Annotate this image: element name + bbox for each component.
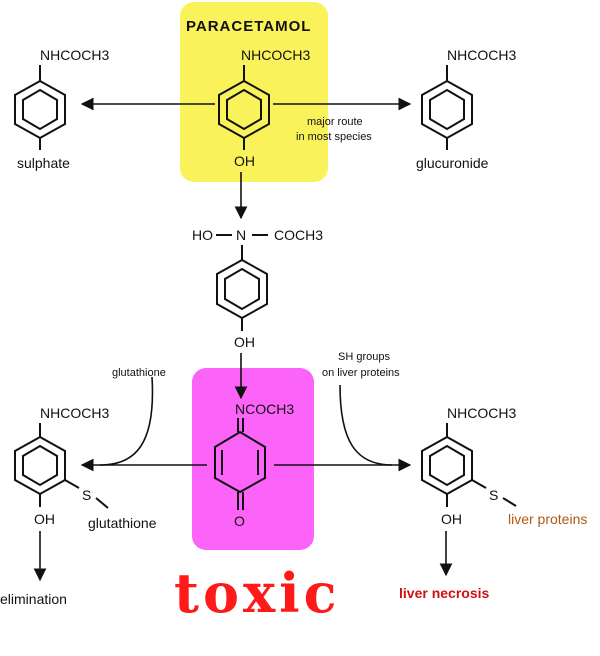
liver-proteins-label: liver proteins [508,511,587,527]
toxic-intermediate-highlight [192,368,314,550]
glucuronide-nhcoch3: NHCOCH3 [447,47,516,63]
protein-adduct-nhcoch3: NHCOCH3 [447,405,516,421]
protein-adduct: NHCOCH3 S liver proteins OH [421,405,587,527]
paracetamol-highlight [180,2,328,182]
sulphate-conjugate: NHCOCH3 sulphate [14,47,109,171]
n-hydroxy-intermediate: HO N COCH3 OH [192,227,323,350]
n-hydroxy-coch3: COCH3 [274,227,323,243]
glucuronide-conjugate: NHCOCH3 glucuronide [416,47,516,171]
liver-necrosis-label: liver necrosis [399,585,489,601]
glutathione-conjugate-oh: OH [34,511,55,527]
paracetamol-oh: OH [234,153,255,169]
protein-adduct-oh: OH [441,511,462,527]
n-hydroxy-oh: OH [234,334,255,350]
glutathione-conjugate-nhcoch3: NHCOCH3 [40,405,109,421]
napqi-o: O [234,513,245,529]
napqi-ncoch3: NCOCH3 [235,401,294,417]
n-hydroxy-n: N [236,227,246,243]
sh-groups-line2: on liver proteins [322,367,400,379]
glutathione-curve [99,376,154,466]
toxic-label: toxic [174,561,341,625]
major-route-line1: major route [307,116,363,128]
sulphate-nhcoch3: NHCOCH3 [40,47,109,63]
glutathione-conjugate: NHCOCH3 S glutathione OH [14,405,157,531]
elimination-label: elimination [0,591,67,607]
major-route-line2: in most species [296,131,372,143]
glutathione-conjugate-s: S [82,487,91,503]
glutathione-product: glutathione [88,515,157,531]
paracetamol-title: PARACETAMOL [186,18,311,35]
protein-adduct-s: S [489,487,498,503]
sh-groups-line1: SH groups [338,351,390,363]
n-hydroxy-ho: HO [192,227,213,243]
sulphate-label: sulphate [17,155,70,171]
paracetamol-molecule: NHCOCH3 OH [218,47,310,169]
napqi-molecule: NCOCH3 O [214,401,294,529]
glutathione-reagent: glutathione [112,367,166,379]
glucuronide-label: glucuronide [416,155,489,171]
paracetamol-nhcoch3: NHCOCH3 [241,47,310,63]
sh-groups-curve [339,384,393,466]
